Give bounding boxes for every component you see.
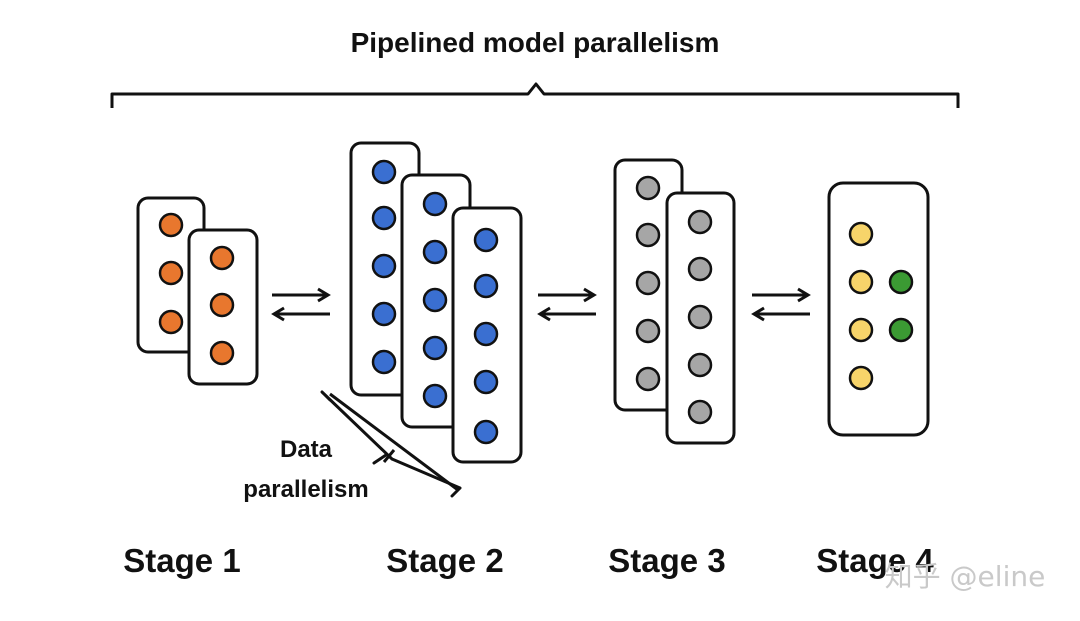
stage-1-node <box>209 340 235 366</box>
data-parallelism-bracket <box>320 390 462 498</box>
stage-3 <box>613 158 736 445</box>
stage-2-node <box>473 369 499 395</box>
stage-3-node <box>635 270 661 296</box>
stage-1-node <box>158 309 184 335</box>
data-parallelism-bracket-line <box>329 392 459 492</box>
stage-2-node <box>371 349 397 375</box>
stage-3-label: Stage 3 <box>608 542 725 579</box>
stage-4-node <box>848 317 874 343</box>
pipeline-bracket <box>110 82 960 108</box>
bidirectional-arrows-1-2 <box>271 287 331 322</box>
stage-2-node <box>473 321 499 347</box>
stage-1-node <box>209 245 235 271</box>
stage-3-node <box>635 222 661 248</box>
stage-4-label: Stage 4 <box>816 542 934 579</box>
stage-2-node <box>371 159 397 185</box>
stage-3-node <box>635 366 661 392</box>
stage-2-node <box>473 419 499 445</box>
bidirectional-arrows-3-4 <box>751 287 811 322</box>
watermark-text: 知乎 @eline <box>885 560 1046 593</box>
stage-2-node <box>422 191 448 217</box>
stage-2-node <box>473 227 499 253</box>
stage-2-node <box>371 301 397 327</box>
stage-3-node <box>687 352 713 378</box>
stage-2-node <box>422 239 448 265</box>
stage-1-node <box>158 212 184 238</box>
stage-2-node <box>473 273 499 299</box>
stage-2-node <box>371 253 397 279</box>
stage-2-node <box>422 335 448 361</box>
stage-2-node <box>422 287 448 313</box>
data-parallelism-label-line-2: parallelism <box>243 476 368 503</box>
stage-2-label: Stage 2 <box>386 542 503 579</box>
stage-4-node <box>848 221 874 247</box>
stage-1-node <box>209 292 235 318</box>
stage-2-node <box>422 383 448 409</box>
stage-4-extra-node <box>888 269 914 295</box>
stage-4-node <box>848 365 874 391</box>
data-parallelism-bracket-tick <box>382 449 396 463</box>
stage-1-label: Stage 1 <box>123 542 240 579</box>
stage-4-extra-node <box>888 317 914 343</box>
stage-4-node <box>848 269 874 295</box>
stage-1-node <box>158 260 184 286</box>
stage-2 <box>349 141 523 464</box>
data-parallelism-label-line-1: Data <box>280 436 333 463</box>
stage-3-node <box>635 318 661 344</box>
stage-4-replica-1 <box>827 181 930 437</box>
diagram-title: Pipelined model parallelism <box>351 27 720 58</box>
stage-2-node <box>371 205 397 231</box>
stage-3-node <box>635 175 661 201</box>
bidirectional-arrows-2-3 <box>537 287 597 322</box>
stage-3-node <box>687 304 713 330</box>
stage-3-node <box>687 209 713 235</box>
stage-3-node <box>687 399 713 425</box>
stage-4 <box>827 181 930 437</box>
stage-3-node <box>687 256 713 282</box>
stage-1 <box>136 196 259 386</box>
